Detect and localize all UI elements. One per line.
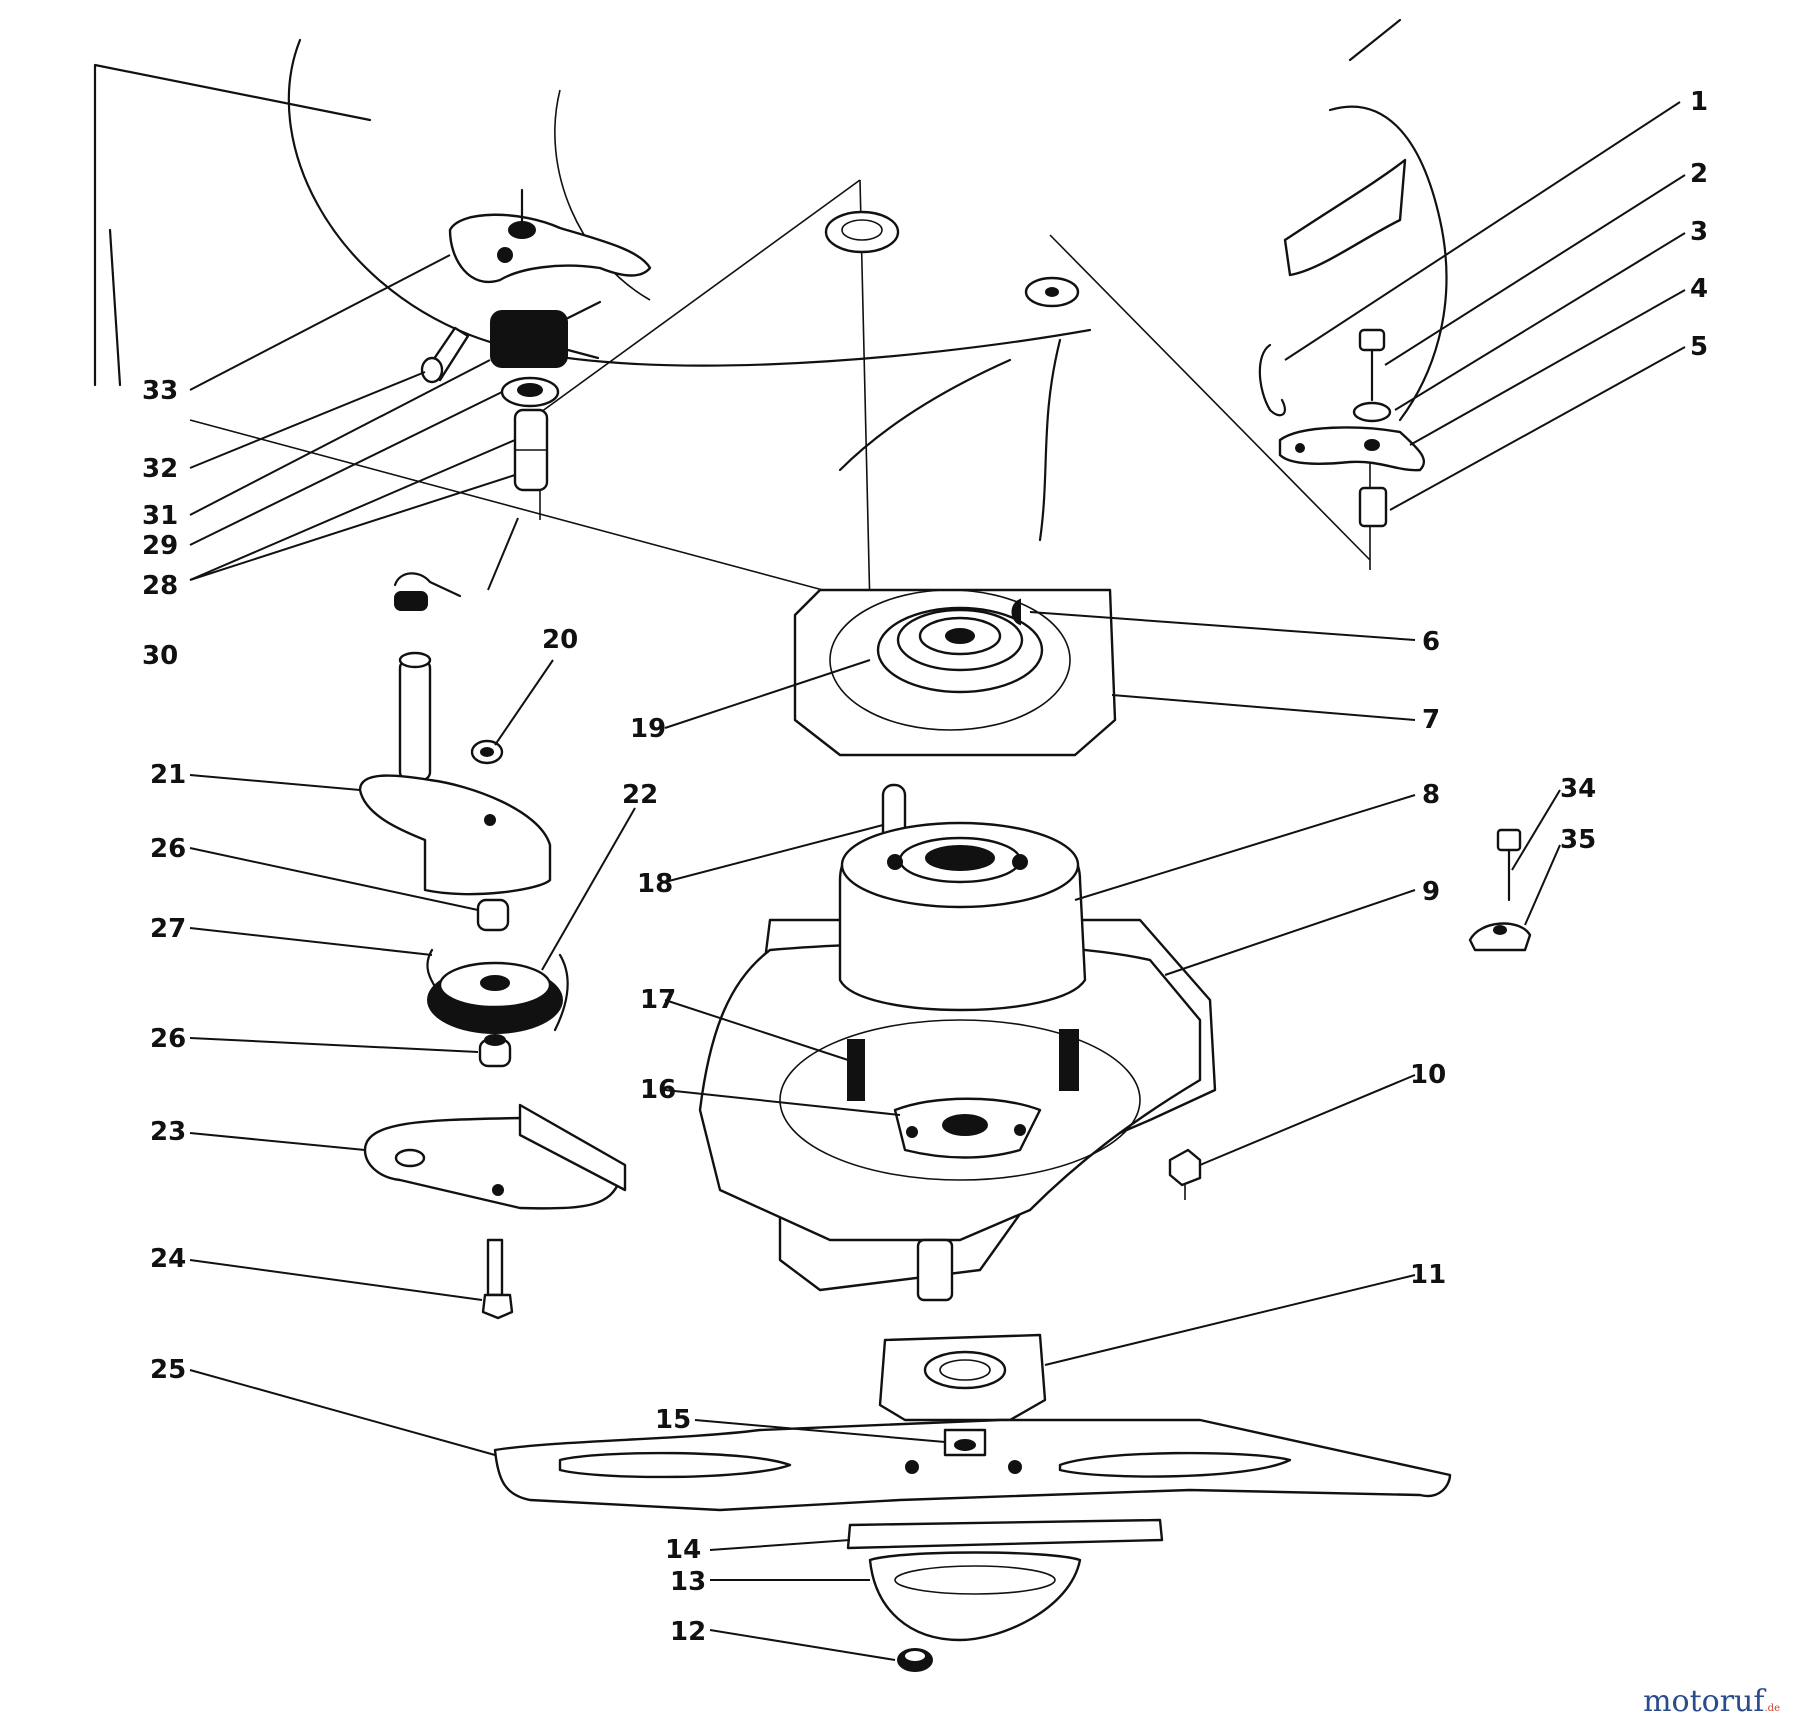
callout-1: 1 [1690,87,1708,117]
callout-19: 19 [630,714,666,744]
callout-27: 27 [150,914,186,944]
leader-lines [189,101,1686,1661]
callout-18: 18 [637,869,673,899]
height-lever-bracket [448,188,652,284]
callout-16: 16 [640,1075,676,1105]
callout-35: 35 [1560,825,1596,855]
callout-12: 12 [670,1617,706,1647]
deck-washers [824,210,1080,308]
callout-29: 29 [142,531,178,561]
callout-34: 34 [1560,774,1596,804]
right-fasteners [1168,828,1532,1200]
callout-24: 24 [150,1244,186,1274]
callout-8: 8 [1422,780,1440,810]
idler-arm-assembly [358,572,552,896]
callout-25: 25 [150,1355,186,1385]
blade-stack [493,1418,1452,1672]
callout-13: 13 [670,1567,706,1597]
watermark: motoruf.de [1643,1684,1780,1719]
callout-33: 33 [142,376,178,406]
callout-7: 7 [1422,705,1440,735]
blade-adapter [878,1333,1047,1422]
callout-4: 4 [1690,274,1708,304]
right-hardware-group [1258,328,1426,528]
callout-15: 15 [655,1405,691,1435]
callout-28: 28 [142,571,178,601]
idler-mounting-plate [363,1103,627,1320]
deck-housing-outline [93,18,1448,611]
pulley-mount-plate [793,588,1117,757]
spring-and-spacer-stack [420,300,602,492]
callout-32: 32 [142,454,178,484]
callout-5: 5 [1690,332,1708,362]
watermark-suffix: .de [1764,1703,1781,1714]
callout-23: 23 [150,1117,186,1147]
callout-14: 14 [665,1535,701,1565]
callout-2: 2 [1690,159,1708,189]
blade-housing-assembly [698,821,1217,1302]
callout-20: 20 [542,625,578,655]
callout-labels: 1 2 3 4 5 6 7 8 9 10 11 12 13 14 15 16 1… [142,87,1708,1647]
callout-10: 10 [1410,1060,1446,1090]
callout-9: 9 [1422,877,1440,907]
callout-17: 17 [640,985,676,1015]
callout-22: 22 [622,780,658,810]
callout-6: 6 [1422,627,1440,657]
callout-26-lower: 26 [150,1024,186,1054]
callout-31: 31 [142,501,178,531]
callout-30: 30 [142,641,178,671]
callout-26-upper: 26 [150,834,186,864]
callout-3: 3 [1690,217,1708,247]
watermark-text: motoruf [1643,1684,1765,1719]
callout-21: 21 [150,760,186,790]
idler-pulley-and-belt [426,898,569,1068]
callout-11: 11 [1410,1260,1446,1290]
